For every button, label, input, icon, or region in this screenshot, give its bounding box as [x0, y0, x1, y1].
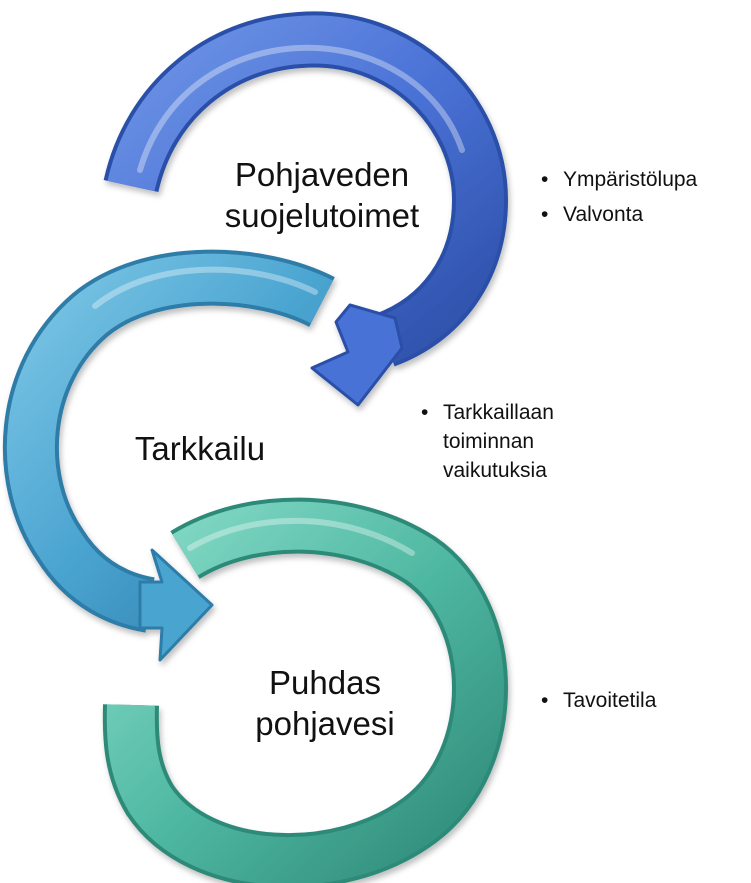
stage-title-line: Pohjaveden — [234, 156, 410, 193]
stage-title-puhdas-pohjavesi: Puhdas pohjavesi — [225, 662, 425, 744]
stage-title-tarkkailu: Tarkkailu — [100, 428, 300, 469]
bullet-list-tarkkailu: Tarkkaillaan toiminnan vaikutuksia — [421, 398, 596, 491]
bullet-item: Ympäristölupa — [541, 165, 746, 194]
arrowhead-tarkkailu — [138, 548, 214, 662]
stage-ring-suojelutoimet — [103, 11, 509, 407]
stage-ring-tarkkailu — [2, 249, 335, 662]
arrowhead-suojelutoimet — [310, 303, 404, 407]
bullet-item: Tarkkaillaan toiminnan vaikutuksia — [421, 398, 596, 485]
stage-title-suojelutoimet: Pohjaveden suojelutoimet — [192, 154, 452, 236]
bullet-item: Valvonta — [541, 200, 746, 229]
stage-title-line: Puhdas — [269, 664, 381, 701]
bullet-list-puhdas-pohjavesi: Tavoitetila — [541, 686, 721, 721]
stage-title-line: suojelutoimet — [224, 197, 420, 234]
bullet-list-suojelutoimet: Ympäristölupa Valvonta — [541, 165, 746, 235]
bullet-item: Tavoitetila — [541, 686, 721, 715]
stage-ring-puhdas-pohjavesi — [102, 497, 508, 883]
stage-title-line: pohjavesi — [255, 705, 395, 742]
stage-title-line: Tarkkailu — [134, 430, 266, 467]
